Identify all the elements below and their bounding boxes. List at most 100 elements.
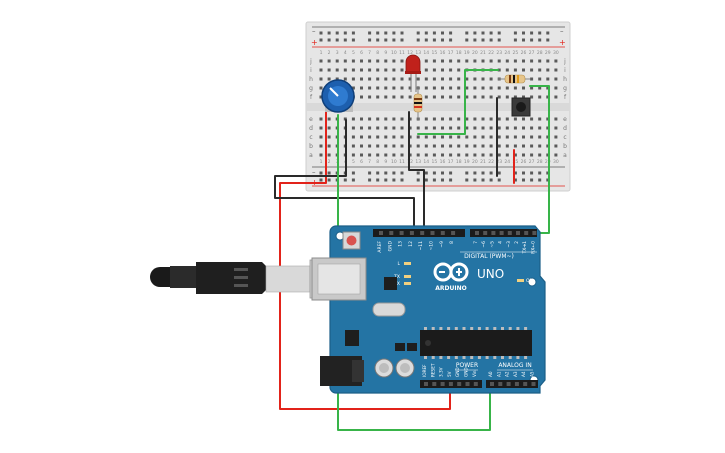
breadboard-hole[interactable] xyxy=(400,68,404,72)
breadboard-hole[interactable] xyxy=(408,117,412,121)
header-pin[interactable] xyxy=(448,382,453,386)
breadboard-hole[interactable] xyxy=(432,59,436,63)
rail-hole[interactable] xyxy=(449,178,453,182)
header-pin[interactable] xyxy=(451,231,456,235)
breadboard-hole[interactable] xyxy=(538,135,542,139)
rail-hole[interactable] xyxy=(319,171,323,175)
breadboard-hole[interactable] xyxy=(513,95,517,99)
breadboard-hole[interactable] xyxy=(343,59,347,63)
rail-hole[interactable] xyxy=(319,178,323,182)
breadboard-hole[interactable] xyxy=(400,77,404,81)
breadboard-hole[interactable] xyxy=(530,86,534,90)
breadboard-hole[interactable] xyxy=(400,86,404,90)
breadboard-hole[interactable] xyxy=(449,77,453,81)
breadboard-hole[interactable] xyxy=(481,117,485,121)
breadboard-hole[interactable] xyxy=(351,126,355,130)
breadboard-hole[interactable] xyxy=(554,126,558,130)
breadboard-hole[interactable] xyxy=(400,135,404,139)
header-pin[interactable] xyxy=(499,231,504,235)
breadboard-hole[interactable] xyxy=(465,117,469,121)
breadboard-hole[interactable] xyxy=(400,126,404,130)
breadboard-hole[interactable] xyxy=(546,135,550,139)
breadboard-hole[interactable] xyxy=(546,59,550,63)
breadboard-hole[interactable] xyxy=(554,59,558,63)
breadboard-hole[interactable] xyxy=(319,59,323,63)
rail-hole[interactable] xyxy=(465,31,469,35)
rail-hole[interactable] xyxy=(546,38,550,42)
breadboard-hole[interactable] xyxy=(392,144,396,148)
breadboard-hole[interactable] xyxy=(441,144,444,148)
breadboard-hole[interactable] xyxy=(538,117,542,121)
wires[interactable] xyxy=(274,69,550,431)
breadboard-hole[interactable] xyxy=(554,95,558,99)
header-pin[interactable] xyxy=(506,382,511,386)
breadboard-hole[interactable] xyxy=(441,86,444,90)
header-pin[interactable] xyxy=(475,231,479,235)
breadboard-hole[interactable] xyxy=(424,135,428,139)
breadboard-hole[interactable] xyxy=(441,153,444,157)
breadboard-hole[interactable] xyxy=(465,86,469,90)
breadboard-hole[interactable] xyxy=(489,135,493,139)
breadboard-hole[interactable] xyxy=(473,95,477,99)
breadboard-hole[interactable] xyxy=(538,68,542,72)
rail-hole[interactable] xyxy=(319,38,323,42)
breadboard-hole[interactable] xyxy=(384,126,388,130)
breadboard-hole[interactable] xyxy=(441,77,444,81)
breadboard-hole[interactable] xyxy=(538,95,542,99)
rail-hole[interactable] xyxy=(368,38,372,42)
rail-hole[interactable] xyxy=(400,171,404,175)
breadboard-hole[interactable] xyxy=(408,95,412,99)
breadboard-hole[interactable] xyxy=(319,86,323,90)
rail-hole[interactable] xyxy=(327,171,331,175)
breadboard-hole[interactable] xyxy=(449,117,453,121)
breadboard-hole[interactable] xyxy=(376,77,380,81)
breadboard-hole[interactable] xyxy=(376,86,380,90)
breadboard-hole[interactable] xyxy=(351,153,355,157)
breadboard-hole[interactable] xyxy=(505,117,509,121)
breadboard-hole[interactable] xyxy=(497,153,501,157)
rail-hole[interactable] xyxy=(489,31,493,35)
breadboard-hole[interactable] xyxy=(505,144,509,148)
breadboard-hole[interactable] xyxy=(497,59,501,63)
breadboard-hole[interactable] xyxy=(351,86,355,90)
breadboard-hole[interactable] xyxy=(449,95,453,99)
breadboard-hole[interactable] xyxy=(513,153,517,157)
rail-hole[interactable] xyxy=(432,178,436,182)
breadboard-hole[interactable] xyxy=(392,153,396,157)
breadboard-hole[interactable] xyxy=(489,117,493,121)
header-pin[interactable] xyxy=(430,231,435,235)
rail-hole[interactable] xyxy=(441,171,444,175)
breadboard-hole[interactable] xyxy=(457,117,461,121)
breadboard-hole[interactable] xyxy=(368,153,372,157)
breadboard-hole[interactable] xyxy=(522,153,525,157)
resistor-led[interactable] xyxy=(413,86,423,120)
rail-hole[interactable] xyxy=(465,178,469,182)
breadboard-hole[interactable] xyxy=(449,144,453,148)
breadboard-hole[interactable] xyxy=(424,86,428,90)
breadboard-hole[interactable] xyxy=(473,117,477,121)
header-pin[interactable] xyxy=(516,231,520,235)
breadboard-hole[interactable] xyxy=(319,153,323,157)
breadboard-hole[interactable] xyxy=(319,126,323,130)
breadboard-hole[interactable] xyxy=(400,153,404,157)
breadboard-hole[interactable] xyxy=(432,153,436,157)
rail-hole[interactable] xyxy=(497,31,501,35)
breadboard-hole[interactable] xyxy=(497,126,501,130)
breadboard-hole[interactable] xyxy=(522,117,525,121)
rail-hole[interactable] xyxy=(441,178,444,182)
breadboard-hole[interactable] xyxy=(368,126,372,130)
breadboard-hole[interactable] xyxy=(416,153,420,157)
breadboard-hole[interactable] xyxy=(546,95,550,99)
breadboard-hole[interactable] xyxy=(530,68,534,72)
breadboard-hole[interactable] xyxy=(432,95,436,99)
rail-hole[interactable] xyxy=(376,171,380,175)
breadboard-hole[interactable] xyxy=(432,144,436,148)
breadboard-hole[interactable] xyxy=(457,77,461,81)
breadboard-hole[interactable] xyxy=(400,117,404,121)
breadboard-hole[interactable] xyxy=(343,77,347,81)
breadboard-hole[interactable] xyxy=(319,144,323,148)
breadboard-hole[interactable] xyxy=(376,95,380,99)
breadboard-hole[interactable] xyxy=(457,144,461,148)
breadboard-hole[interactable] xyxy=(368,77,372,81)
breadboard-hole[interactable] xyxy=(513,86,517,90)
